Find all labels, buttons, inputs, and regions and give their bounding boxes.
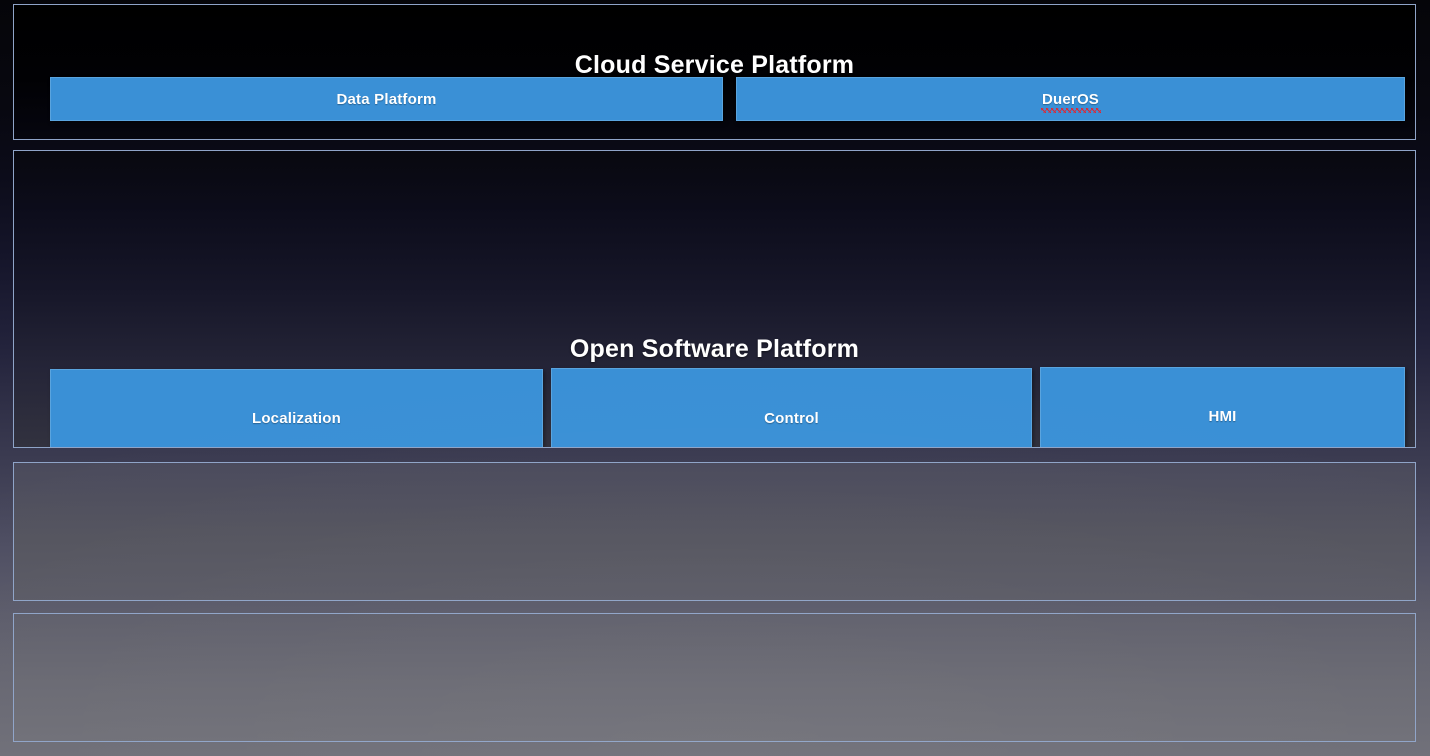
panel-cloud-service-platform: Cloud Service Platform Data Platform Due…	[13, 4, 1416, 140]
panel-reference-vehicle-platform: Reference Vehicle Platform Drive-by-wire…	[13, 613, 1416, 742]
box-dueros[interactable]: DuerOS	[736, 77, 1405, 121]
box-data-platform[interactable]: Data Platform	[50, 77, 723, 121]
panel-title-open-software-platform: Open Software Platform	[569, 334, 860, 363]
box-label-control: Control	[764, 410, 819, 427]
box-hmi[interactable]: HMI	[1040, 367, 1405, 447]
panel-title-cloud-service-platform: Cloud Service Platform	[574, 50, 855, 79]
box-localization[interactable]: Localization	[50, 369, 543, 447]
box-label-localization: Localization	[251, 409, 342, 427]
panel-open-software-platform: Open Software Platform Localization Cont…	[13, 150, 1416, 448]
box-control[interactable]: Control	[551, 368, 1032, 447]
box-label-data-platform: Data Platform	[336, 90, 437, 108]
box-label-hmi: HMI	[1208, 408, 1237, 425]
panel-reference-hardware-platform: Reference Hardware Platform Computing Un…	[13, 462, 1416, 601]
box-label-dueros: DuerOS	[1040, 90, 1102, 113]
